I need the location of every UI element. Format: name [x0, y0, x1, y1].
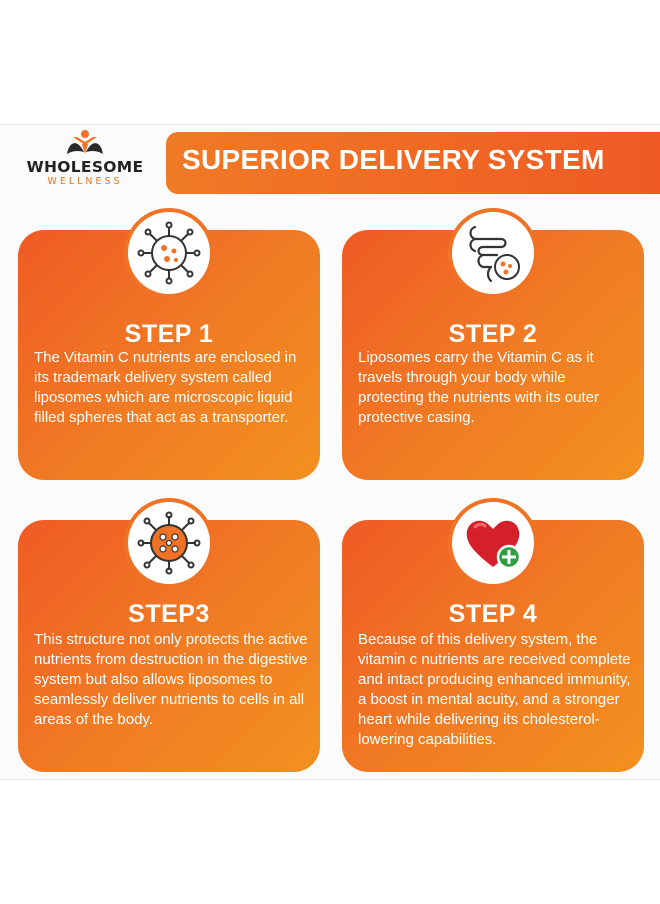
brand-name: WHOLESOME	[26, 158, 144, 176]
leaf-person-icon	[67, 130, 103, 154]
step-4-description: Because of this delivery system, the vit…	[358, 631, 631, 748]
step-3-icon-badge	[124, 498, 214, 588]
liposome-icon	[137, 221, 201, 285]
header-banner: SUPERIOR DELIVERY SYSTEM	[166, 132, 660, 194]
brand-logo: WHOLESOME WELLNESS	[10, 128, 160, 194]
step-2-title: STEP 2	[448, 320, 538, 348]
step-3-title: STEP3	[128, 600, 210, 628]
heart-plus-icon	[466, 520, 522, 570]
step-1-title: STEP 1	[124, 320, 214, 348]
step-card-1: STEP 1 The Vitamin C nutrients are enclo…	[18, 208, 320, 480]
step-card-3: STEP3 This structure not only protects t…	[18, 498, 320, 772]
brand-tagline: WELLNESS	[47, 176, 123, 187]
step-1-icon-badge	[124, 208, 214, 298]
step-2-description: Liposomes carry the Vitamin C as it trav…	[358, 349, 599, 426]
step-card-2: STEP 2 Liposomes carry the Vitamin C as …	[342, 208, 644, 480]
step-1-description: The Vitamin C nutrients are enclosed in …	[34, 349, 297, 426]
page-title: SUPERIOR DELIVERY SYSTEM	[182, 144, 605, 175]
step-2-icon-badge	[448, 208, 538, 298]
step-card-4: STEP 4 Because of this delivery system, …	[342, 498, 644, 772]
step-3-description: This structure not only protects the act…	[34, 631, 308, 728]
virus-icon	[137, 511, 201, 575]
step-4-icon-badge	[448, 498, 538, 588]
intestine-icon	[469, 225, 520, 283]
step-4-title: STEP 4	[448, 600, 538, 628]
